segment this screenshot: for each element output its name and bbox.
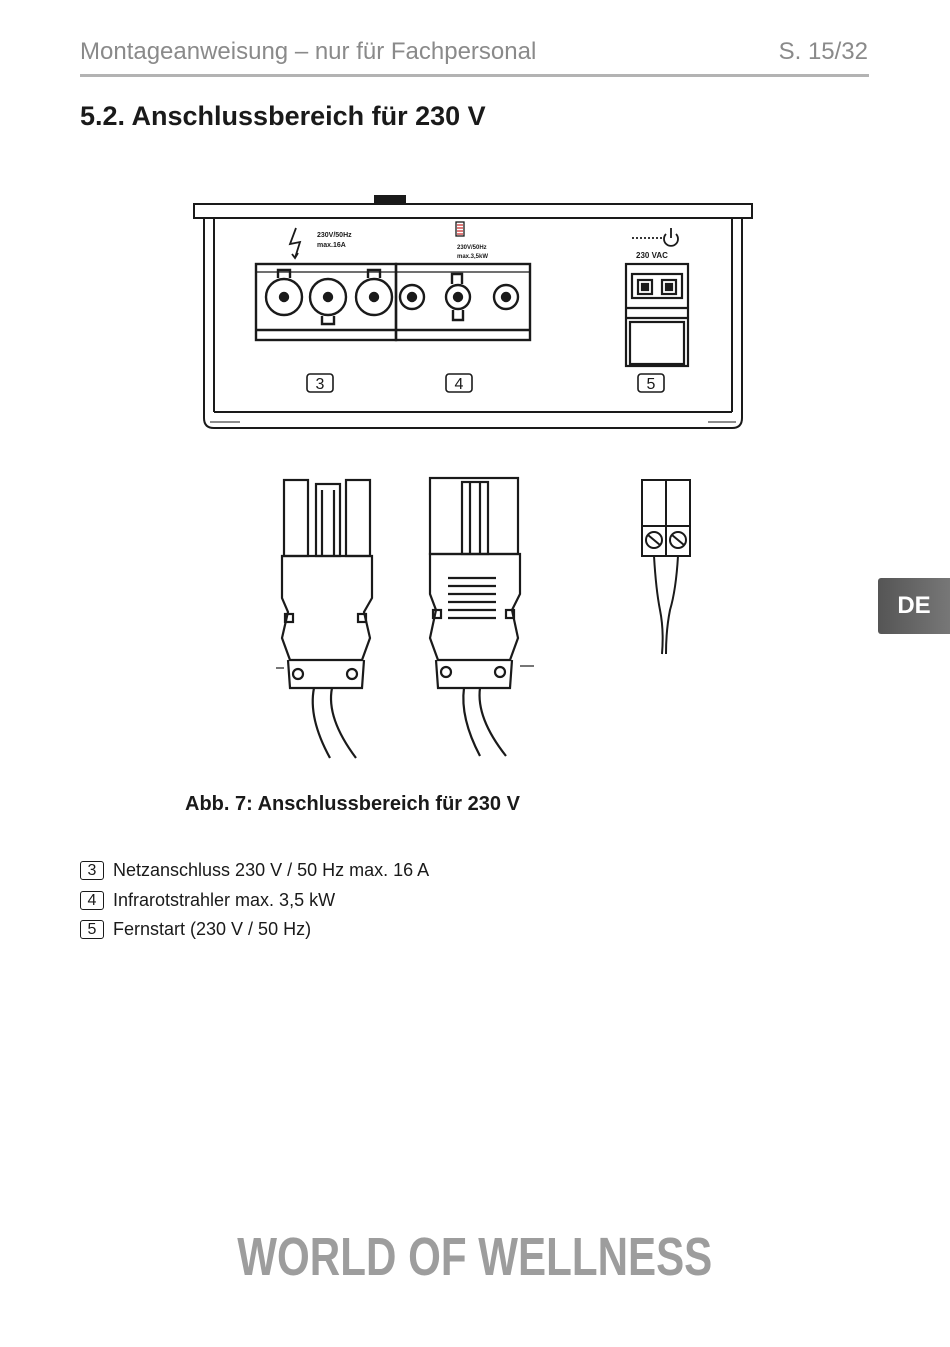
label-ir-max: max.3,5kW <box>457 254 488 260</box>
label-ir-voltage: 230V/50Hz <box>457 245 487 251</box>
label-power-max: max.16A <box>317 242 346 249</box>
legend-item: 4 Infrarotstrahler max. 3,5 kW <box>80 886 429 916</box>
callout-5: 5 <box>647 376 656 393</box>
figure-caption: Abb. 7: Anschlussbereich für 230 V <box>185 793 520 815</box>
label-remote: 230 VAC <box>636 251 668 260</box>
legend-number-box: 5 <box>80 920 104 940</box>
language-tab[interactable]: DE <box>878 578 950 634</box>
legend-item: 3 Netzanschluss 230 V / 50 Hz max. 16 A <box>80 856 429 886</box>
connection-figure: 230V/50Hz max.16A 230V/50Hz max.3,5kW 23… <box>180 190 770 770</box>
legend-text: Fernstart (230 V / 50 Hz) <box>113 919 312 940</box>
section-title: 5.2. Anschlussbereich für 230 V <box>80 101 486 131</box>
callout-box-3 <box>306 373 334 393</box>
lightning-icon <box>288 227 302 260</box>
legend-number-box: 3 <box>80 861 104 881</box>
power-icon <box>632 228 679 247</box>
plug-3 <box>276 478 374 759</box>
legend-number-box: 4 <box>80 890 104 910</box>
terminal-5 <box>624 262 690 368</box>
header-title: Montageanweisung – nur für Fachpersonal <box>80 38 537 65</box>
page-number: S. 15/32 <box>778 38 868 65</box>
housing-top-lip <box>193 203 753 219</box>
legend-text: Netzanschluss 230 V / 50 Hz max. 16 A <box>113 860 430 881</box>
legend-item: 5 Fernstart (230 V / 50 Hz) <box>80 915 429 945</box>
connection-diagram: 230V/50Hz max.16A 230V/50Hz max.3,5kW 23… <box>193 195 753 759</box>
socket-4-housing <box>394 262 532 342</box>
infrared-heater-icon <box>455 221 465 237</box>
header-rule <box>80 74 869 77</box>
top-button <box>374 195 406 205</box>
callout-3: 3 <box>316 376 325 393</box>
plug-4 <box>428 476 534 757</box>
label-power-voltage: 230V/50Hz <box>317 232 352 239</box>
callout-4: 4 <box>455 376 464 393</box>
brand-wordmark: WORLD OF WELLNESS <box>237 1227 713 1287</box>
legend-list: 3 Netzanschluss 230 V / 50 Hz max. 16 A … <box>80 856 429 945</box>
callout-box-5 <box>637 373 665 393</box>
callout-box-4 <box>445 373 473 393</box>
legend-text: Infrarotstrahler max. 3,5 kW <box>113 889 336 910</box>
terminal-block-5 <box>641 479 691 655</box>
